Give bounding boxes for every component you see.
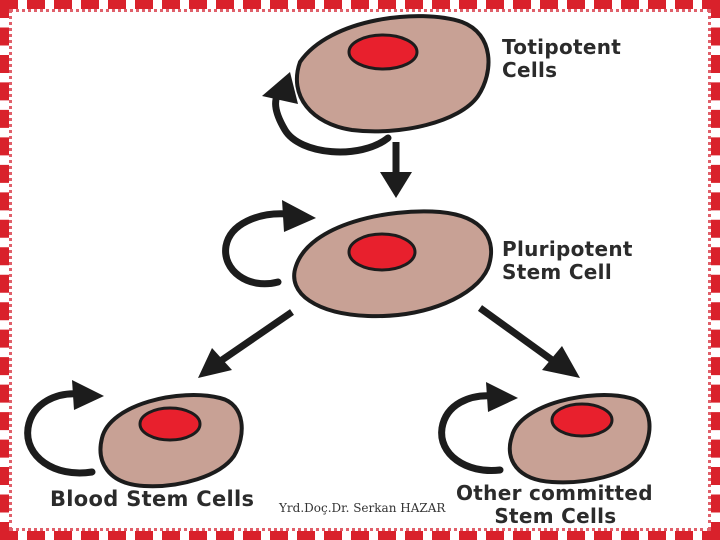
blood-nucleus (138, 406, 202, 442)
totipotent-cell (294, 14, 491, 134)
self-renewal-arrow-icon (438, 392, 504, 474)
self-renewal-arrow-icon (272, 86, 392, 156)
label-line: Pluripotent (502, 237, 633, 261)
label-line: Other committed (456, 481, 653, 505)
blood-stem-cell (98, 393, 244, 489)
self-renewal-arrowhead-icon (282, 200, 316, 232)
label-line: Totipotent (502, 35, 622, 59)
other-nucleus (550, 402, 614, 438)
self-renewal-arrowhead-icon (72, 380, 104, 410)
label-totipotent-cells: Totipotent Cells (502, 36, 621, 82)
self-renewal-arrowhead-icon (262, 72, 298, 104)
differentiation-arrow-icon (380, 172, 412, 198)
self-renewal-arrow-icon (24, 390, 96, 477)
label-blood-stem-cells: Blood Stem Cells (50, 487, 255, 511)
other-committed-cell (507, 393, 652, 485)
pluripotent-cell (292, 209, 494, 319)
label-pluripotent-stem-cell: Pluripotent Stem Cell (502, 238, 633, 284)
totipotent-nucleus (347, 33, 419, 71)
footer-author: Yrd.Doç.Dr. Serkan HAZAR (279, 501, 446, 515)
label-line: Stem Cells (494, 504, 617, 528)
decorative-border-inner (9, 9, 711, 531)
differentiation-arrow-icon (542, 346, 580, 378)
label-other-committed-stem-cells: Other committed Stem Cells (456, 482, 653, 528)
label-line: Stem Cell (502, 260, 612, 284)
self-renewal-arrowhead-icon (486, 382, 518, 412)
label-line: Cells (502, 58, 558, 82)
differentiation-arrow-icon (198, 348, 232, 378)
pluripotent-nucleus (347, 232, 417, 272)
self-renewal-arrow-icon (222, 210, 292, 288)
